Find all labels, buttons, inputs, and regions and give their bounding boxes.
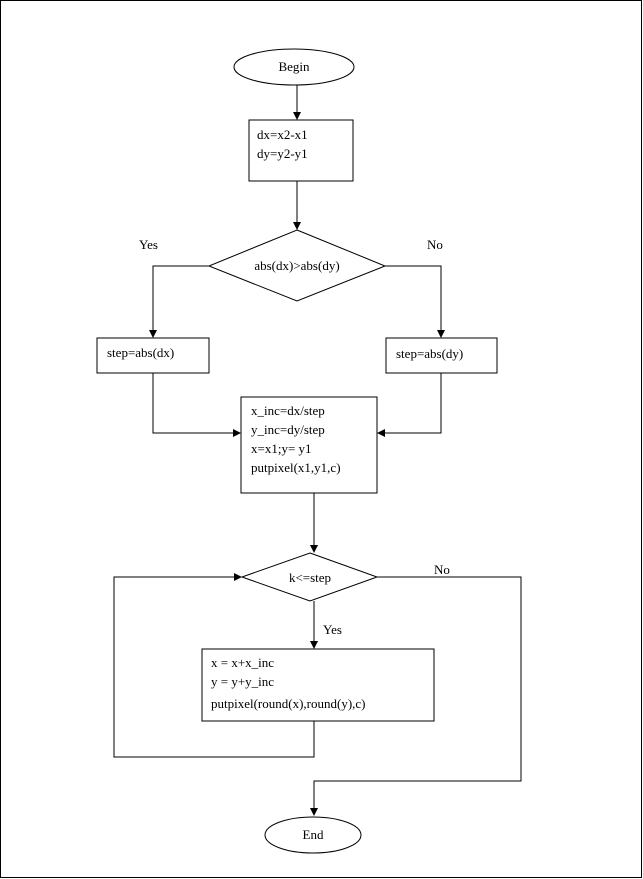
loop-line-3: putpixel(round(x),round(y),c) [211,696,366,711]
compute-deltas-line-1: dx=x2-x1 [257,127,308,142]
yes-label-1: Yes [139,237,158,252]
init-line-4: putpixel(x1,y1,c) [251,460,341,475]
init-block-box [240,396,378,494]
init-line-1: x_inc=dx/step [251,403,325,418]
loop-line-1: x = x+x_inc [211,655,274,670]
decision-abs-diamond [207,229,387,302]
init-line-2: y_inc=dy/step [251,422,325,437]
arrow-step-dy-to-init [377,373,442,437]
arrow-no-to-step-dy [385,265,445,338]
arrow-loop-back [113,573,315,758]
arrow-step-dx-to-init [152,373,241,437]
decision-loop-diamond [240,552,379,602]
loop-block-box [201,648,435,722]
end-terminal [264,816,362,854]
step-dx-box [96,337,210,374]
decision-loop-label: k<=step [289,570,331,585]
compute-deltas-line-2: dy=y2-y1 [257,146,308,161]
arrow-yes-to-step-dx [149,265,209,338]
init-line-3: x=x1;y= y1 [251,441,312,456]
compute-deltas-box [248,119,354,182]
step-dy-label: step=abs(dy) [396,346,463,361]
no-label-2: No [434,562,450,577]
decision-abs-label: abs(dx)>abs(dy) [254,258,339,273]
loop-line-2: y = y+y_inc [211,674,274,689]
end-label: End [303,827,324,842]
step-dx-label: step=abs(dx) [107,345,174,360]
arrow-no-to-end [310,576,522,816]
yes-label-2: Yes [323,622,342,637]
no-label-1: No [427,237,443,252]
step-dy-box [385,337,498,374]
begin-terminal [233,48,355,86]
begin-label: Begin [278,59,310,74]
